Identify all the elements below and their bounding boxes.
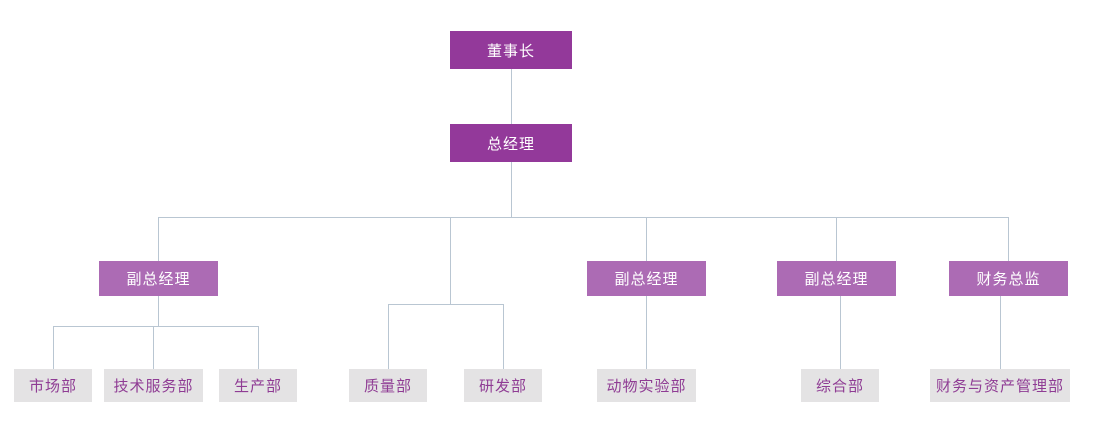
connector-bus-to-mid-branch <box>450 217 451 304</box>
connector-bus-to-deputy-2 <box>646 217 647 261</box>
org-node-finance-director[interactable]: 财务总监 <box>949 261 1068 296</box>
org-node-label-quality-dept: 质量部 <box>363 377 412 395</box>
connector-bus-to-finance-director <box>1008 217 1009 261</box>
org-node-animal-lab-dept[interactable]: 动物实验部 <box>597 369 696 402</box>
org-node-label-general-manager: 总经理 <box>486 134 535 153</box>
org-node-chairman[interactable]: 董事长 <box>450 31 572 69</box>
org-node-label-deputy-gm-3: 副总经理 <box>804 270 869 288</box>
org-node-label-marketing-dept: 市场部 <box>28 377 77 395</box>
connector-deputy-2-to-animal-lab <box>646 296 647 369</box>
connector-deputy-1-to-production <box>258 326 259 369</box>
org-node-tech-service-dept[interactable]: 技术服务部 <box>104 369 203 402</box>
connector-finance-director-to-dept <box>1000 296 1001 369</box>
org-node-production-dept[interactable]: 生产部 <box>219 369 297 402</box>
org-node-finance-asset-dept[interactable]: 财务与资产管理部 <box>930 369 1070 402</box>
org-node-deputy-gm-1[interactable]: 副总经理 <box>99 261 218 296</box>
connector-bus-to-deputy-3 <box>836 217 837 261</box>
org-node-label-finance-asset-dept: 财务与资产管理部 <box>935 377 1064 395</box>
connector-chairman-to-gm <box>511 69 512 124</box>
org-node-marketing-dept[interactable]: 市场部 <box>14 369 92 402</box>
connector-mid-to-quality <box>388 304 389 369</box>
org-node-label-chairman: 董事长 <box>486 41 535 60</box>
connector-bus-to-deputy-1 <box>158 217 159 261</box>
org-node-label-finance-director: 财务总监 <box>976 270 1041 288</box>
org-node-quality-dept[interactable]: 质量部 <box>349 369 427 402</box>
connector-mid-to-rd <box>503 304 504 369</box>
org-node-deputy-gm-2[interactable]: 副总经理 <box>587 261 706 296</box>
connector-deputy-3-to-general-affairs <box>840 296 841 369</box>
org-node-label-animal-lab-dept: 动物实验部 <box>606 377 687 395</box>
connector-deputy-1-drop <box>158 296 159 326</box>
connector-deputy-1-to-tech <box>153 326 154 369</box>
org-node-label-production-dept: 生产部 <box>233 377 282 395</box>
connector-main-bus <box>158 217 1009 218</box>
connector-deputy-1-to-marketing <box>53 326 54 369</box>
org-node-general-affairs-dept[interactable]: 综合部 <box>801 369 879 402</box>
connector-deputy-1-bus <box>53 326 258 327</box>
connector-gm-to-bus <box>511 162 512 217</box>
org-node-general-manager[interactable]: 总经理 <box>450 124 572 162</box>
org-node-label-rd-dept: 研发部 <box>478 377 527 395</box>
org-node-label-general-affairs-dept: 综合部 <box>815 377 864 395</box>
org-node-rd-dept[interactable]: 研发部 <box>464 369 542 402</box>
org-node-label-deputy-gm-2: 副总经理 <box>614 270 679 288</box>
org-node-label-deputy-gm-1: 副总经理 <box>126 270 191 288</box>
connector-mid-branch-bus <box>388 304 503 305</box>
org-node-label-tech-service-dept: 技术服务部 <box>113 377 194 395</box>
org-node-deputy-gm-3[interactable]: 副总经理 <box>777 261 896 296</box>
